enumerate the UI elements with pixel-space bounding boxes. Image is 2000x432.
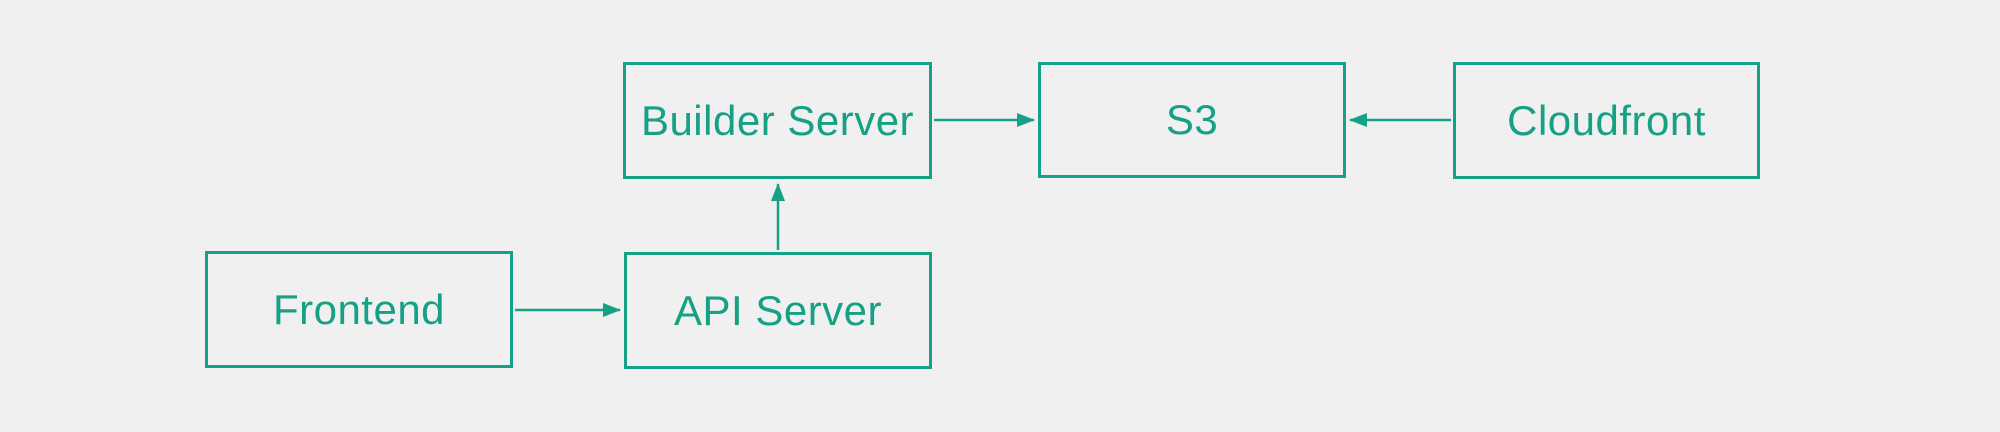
node-s3: S3 [1038,62,1346,178]
node-frontend-label: Frontend [272,285,446,333]
node-s3-label: S3 [1165,96,1219,143]
node-builder-server-label: Builder Server [640,96,915,144]
node-builder-server: Builder Server [623,62,932,179]
node-cloudfront-label: Cloudfront [1507,96,1706,144]
node-api-server-label: API Server [673,286,883,334]
node-frontend: Frontend [205,251,513,368]
node-api-server: API Server [624,252,932,369]
node-cloudfront: Cloudfront [1453,62,1760,179]
